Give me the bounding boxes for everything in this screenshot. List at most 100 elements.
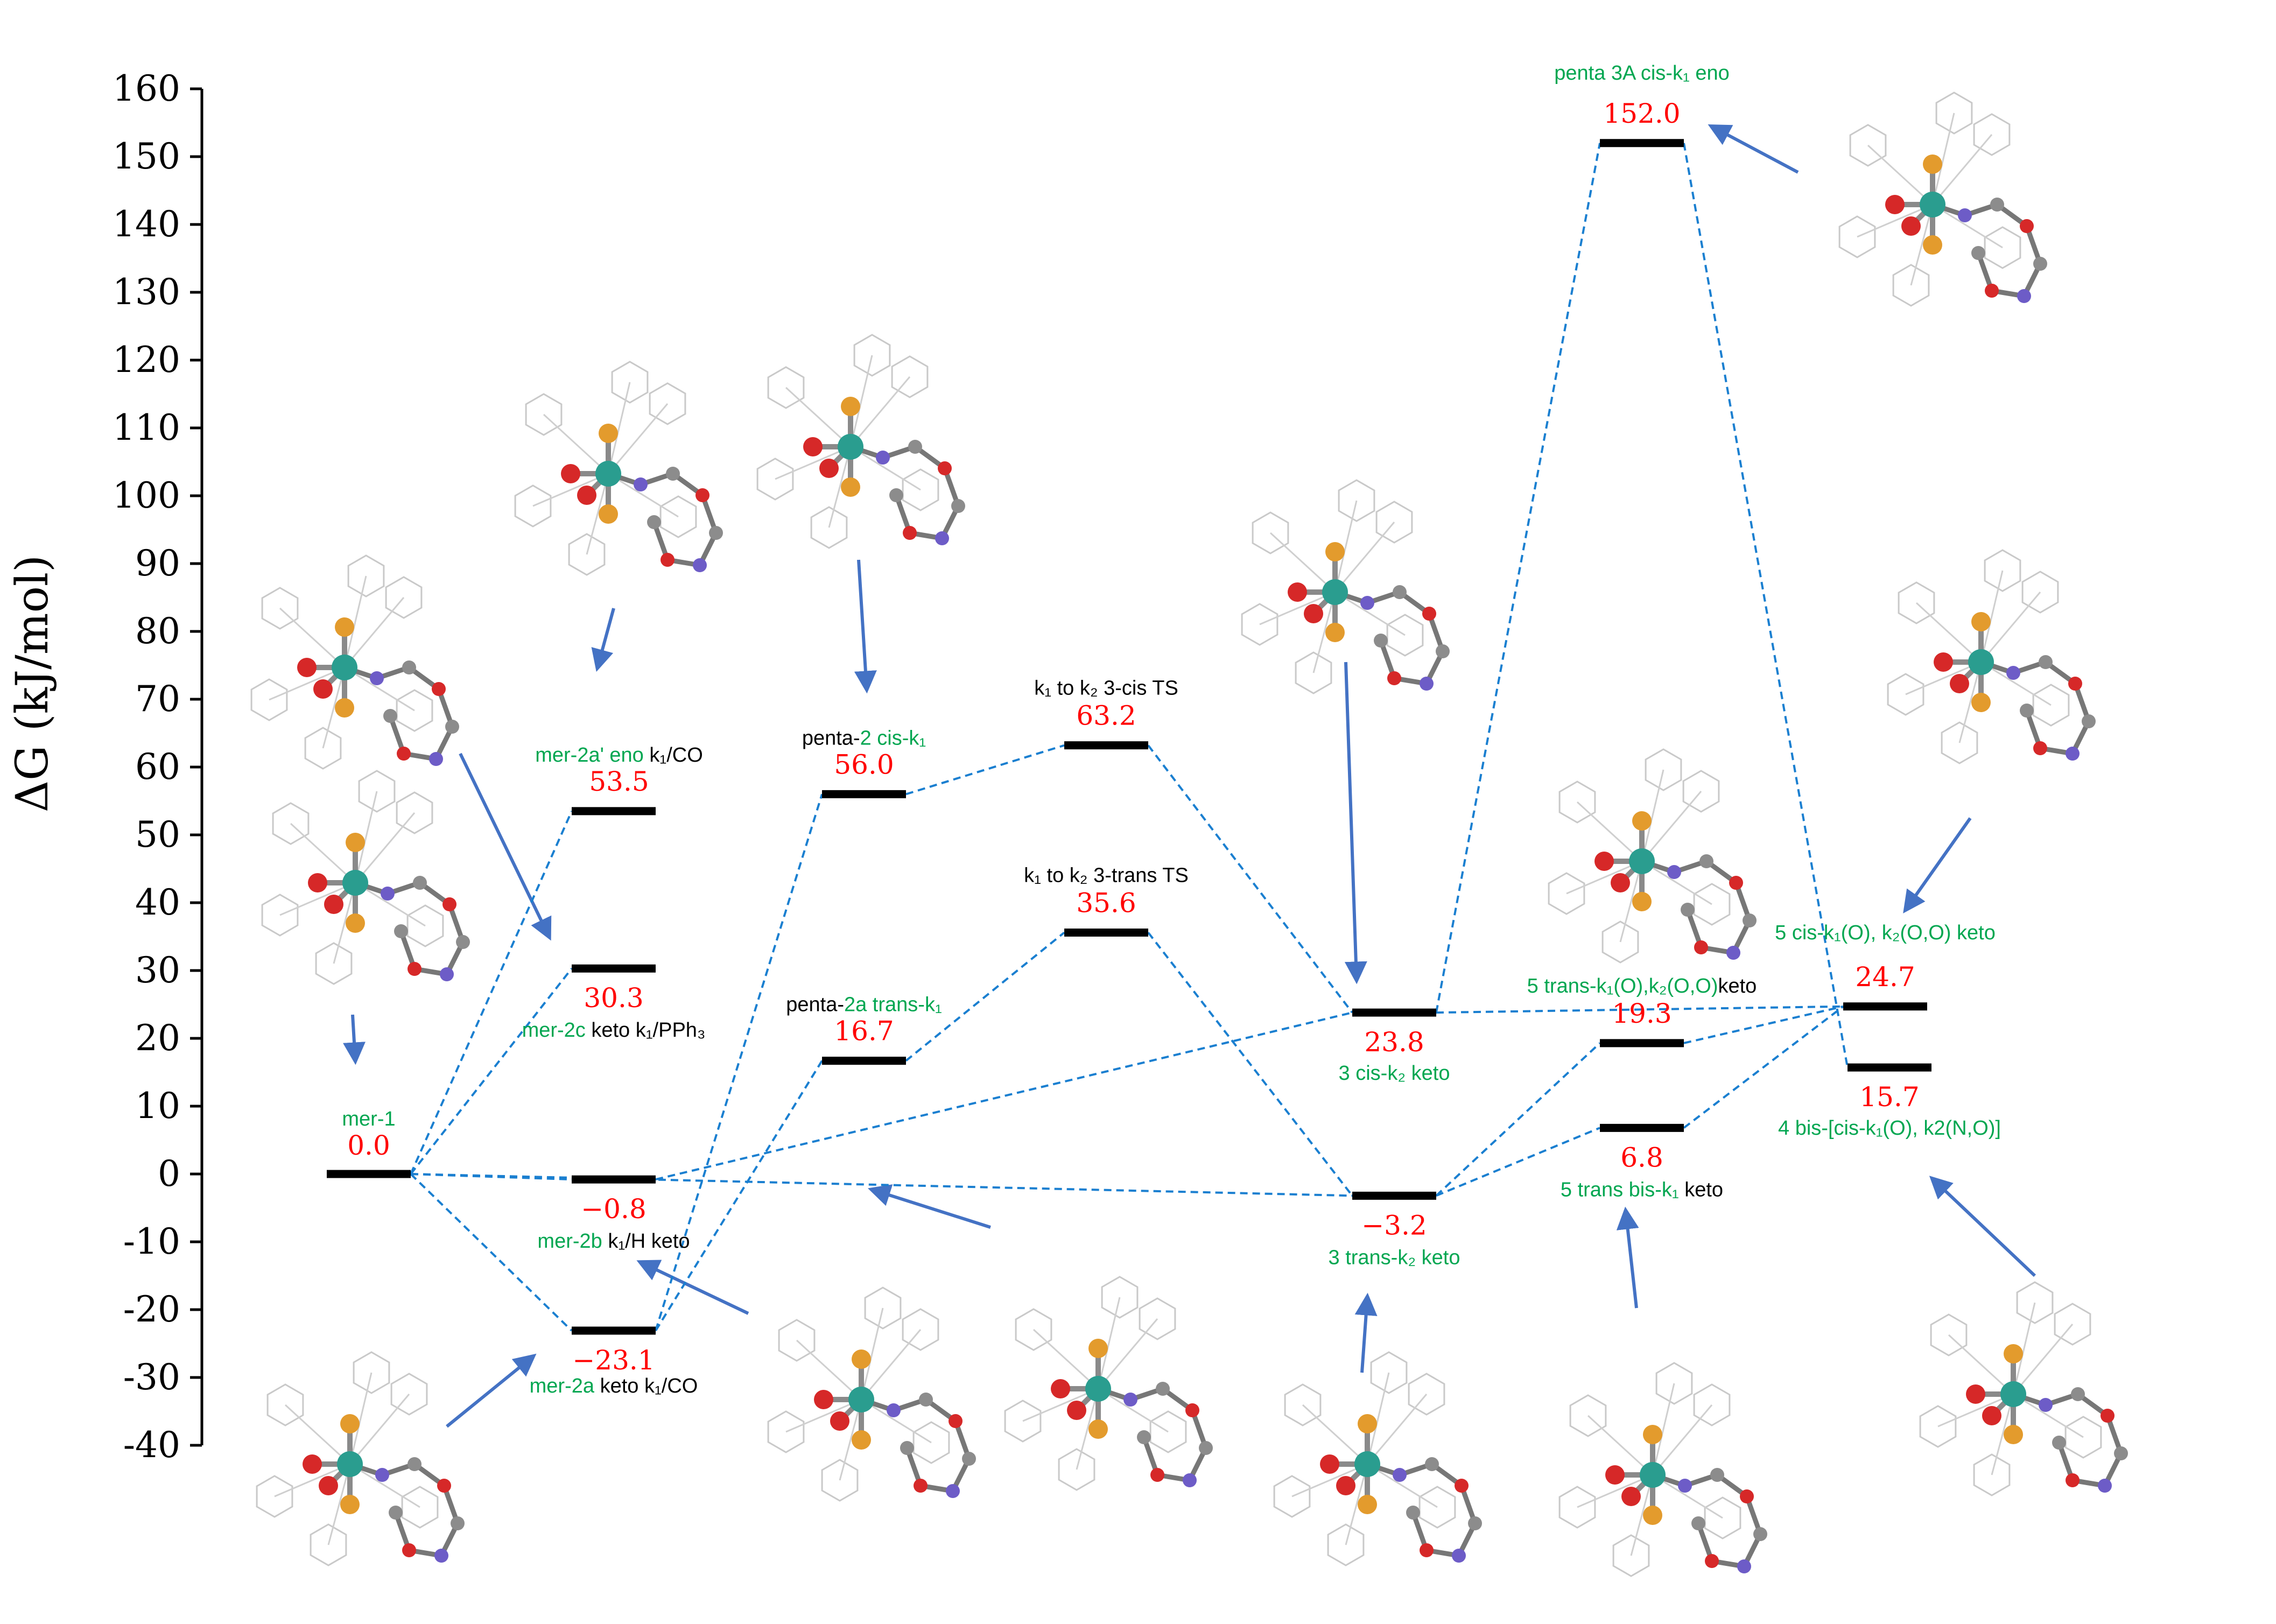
connector-mer-1-mer-2a-eno xyxy=(410,811,573,1175)
state-label: 3 trans-k₂ keto xyxy=(1329,1246,1460,1269)
y-tick-label: 10 xyxy=(135,1085,180,1127)
molecule-mer-2b-icon xyxy=(767,1286,976,1502)
y-tick-label: 130 xyxy=(113,271,180,313)
level-ts-cis: 63.2k₁ to k₂ 3-cis TS xyxy=(1034,677,1178,750)
y-tick-label: 40 xyxy=(135,882,180,923)
arrow-3-cis xyxy=(1344,662,1367,985)
y-tick-label: -10 xyxy=(123,1221,180,1262)
value-label: 19.3 xyxy=(1612,998,1671,1029)
value-label: −3.2 xyxy=(1361,1210,1427,1241)
value-label: 23.8 xyxy=(1364,1027,1424,1058)
connector-mer-1-3-trans-k2 xyxy=(410,1173,1353,1197)
y-tick-label: 140 xyxy=(113,203,180,245)
molecule-3-cis-icon xyxy=(1241,479,1450,694)
molecule-5-cis-k1k2-icon xyxy=(1887,549,2096,764)
state-label: k₁ to k₂ 3-cis TS xyxy=(1034,677,1178,700)
y-tick-label: 0 xyxy=(158,1153,180,1194)
y-tick-label: 160 xyxy=(113,68,180,109)
connector-mer-2a-penta-2a-trans xyxy=(655,1060,823,1332)
value-label: 16.7 xyxy=(834,1016,894,1047)
value-label: 24.7 xyxy=(1855,961,1915,993)
value-label: 63.2 xyxy=(1076,700,1136,732)
connector-3-trans-k2-5-trans-bis xyxy=(1436,1127,1600,1197)
level-5-trans-k1k2: 19.35 trans-k₁(O),k₂(O,O)keto xyxy=(1527,975,1757,1047)
connector-3-cis-k2-5-cis-k1k2 xyxy=(1436,1005,1844,1014)
connector-mer-2a-penta-2-cis xyxy=(655,793,823,1331)
connector-ts-cis-3-cis-k2 xyxy=(1147,744,1353,1014)
state-label: penta 3A cis-k₁ eno xyxy=(1554,62,1729,85)
molecule-5-trans-bis-icon xyxy=(1558,1362,1767,1577)
y-tick-label: 100 xyxy=(113,475,180,516)
arrow-4-bis xyxy=(1929,1176,2036,1277)
molecule-4-bis-icon xyxy=(1919,1281,2128,1496)
level-penta-3A: 152.0 penta 3A cis-k₁ eno xyxy=(1554,62,1730,147)
level-4-bis: 15.7 4 bis-[cis-k₁(O), k2(N,O)] xyxy=(1778,1063,2001,1140)
level-5-trans-bis: 6.8 5 trans bis-k₁ keto xyxy=(1561,1123,1723,1201)
arrow-mer-2a xyxy=(446,1353,537,1428)
molecule-mer-2a-eno-icon xyxy=(514,361,723,576)
value-label: 0.0 xyxy=(347,1130,390,1161)
y-tick-label: 120 xyxy=(113,339,180,381)
state-label: 5 cis-k₁(O), k₂(O,O) keto xyxy=(1775,922,1996,944)
arrow-5-cis-k1k2 xyxy=(1903,817,1972,913)
y-tick-label: 20 xyxy=(135,1017,180,1059)
level-3-cis-k2: 23.8 3 cis-k₂ keto xyxy=(1339,1008,1450,1085)
molecule-mer-2a-icon xyxy=(256,1351,465,1566)
state-label: mer-2a' eno k₁/CO xyxy=(535,744,703,767)
arrow-3-trans xyxy=(1354,1292,1378,1373)
molecule-penta-2-cis-icon xyxy=(756,334,965,549)
y-tick-label: -20 xyxy=(123,1289,180,1330)
arrow-mer-2b xyxy=(636,1260,749,1315)
value-label: 15.7 xyxy=(1859,1081,1919,1113)
y-tick-label: 70 xyxy=(135,678,180,720)
molecule-penta-3A-icon xyxy=(1838,92,2047,307)
molecule-penta-2a-trans-icon xyxy=(1004,1276,1213,1491)
state-label: 4 bis-[cis-k₁(O), k2(N,O)] xyxy=(1778,1117,2001,1140)
arrow-mer-2a-eno xyxy=(591,608,615,672)
y-tick-label: 60 xyxy=(135,746,180,788)
state-label: penta-2a trans-k₁ xyxy=(786,994,942,1016)
state-label: mer-1 xyxy=(342,1108,395,1130)
connector-5-trans-bis-5-cis-k1k2 xyxy=(1683,1006,1844,1129)
molecule-5-trans-k1k2-icon xyxy=(1548,748,1757,964)
arrow-penta-3A xyxy=(1708,124,1799,174)
value-label: 152.0 xyxy=(1603,98,1680,129)
molecule-mer-2c-icon xyxy=(250,554,459,770)
arrow-mer-2c xyxy=(459,753,552,941)
connector-3-trans-k2-5-trans-k1k2 xyxy=(1435,1042,1601,1197)
state-label: 3 cis-k₂ keto xyxy=(1339,1062,1450,1085)
arrow-mer-1 xyxy=(343,1014,366,1065)
connector-penta-3A-4-bis xyxy=(1683,143,1849,1068)
level-ts-trans: 35.6k₁ to k₂ 3-trans TS xyxy=(1024,864,1189,937)
arrow-penta-2a-trans xyxy=(867,1184,991,1229)
state-label: 5 trans-k₁(O),k₂(O,O)keto xyxy=(1527,975,1757,997)
connector-mer-1-mer-2c xyxy=(410,967,573,1175)
value-label: 30.3 xyxy=(584,982,643,1014)
connector-3-cis-k2-penta-3A xyxy=(1435,143,1601,1013)
connector-5-trans-k1k2-5-cis-k1k2 xyxy=(1683,1005,1844,1044)
molecule-mer-1-icon xyxy=(261,770,470,985)
value-label: 6.8 xyxy=(1620,1142,1663,1173)
y-axis-label: ΔG (kJ/mol) xyxy=(7,555,58,812)
level-mer-2c: 30.3 mer-2c keto k₁/PPh₃ xyxy=(522,964,706,1042)
y-tick-label: -40 xyxy=(123,1424,180,1466)
y-tick-label: 90 xyxy=(135,543,180,584)
value-label: 56.0 xyxy=(834,749,894,780)
y-tick-label: 30 xyxy=(135,950,180,991)
state-label: 5 trans bis-k₁ keto xyxy=(1561,1178,1723,1201)
y-tick-label: 150 xyxy=(113,136,180,177)
arrow-penta-2-cis xyxy=(854,559,877,694)
connector-mer-2b-3-cis-k2 xyxy=(655,1011,1353,1181)
state-label: mer-2c keto k₁/PPh₃ xyxy=(522,1019,706,1042)
value-label: 53.5 xyxy=(589,766,649,797)
connector-penta-2a-trans-ts-trans xyxy=(905,931,1065,1062)
state-label: k₁ to k₂ 3-trans TS xyxy=(1024,864,1189,887)
connector-ts-trans-3-trans-k2 xyxy=(1147,932,1353,1197)
y-tick-label: 80 xyxy=(135,610,180,652)
level-5-cis-k1k2: 24.7 5 cis-k₁(O), k₂(O,O) keto xyxy=(1775,922,1996,1011)
